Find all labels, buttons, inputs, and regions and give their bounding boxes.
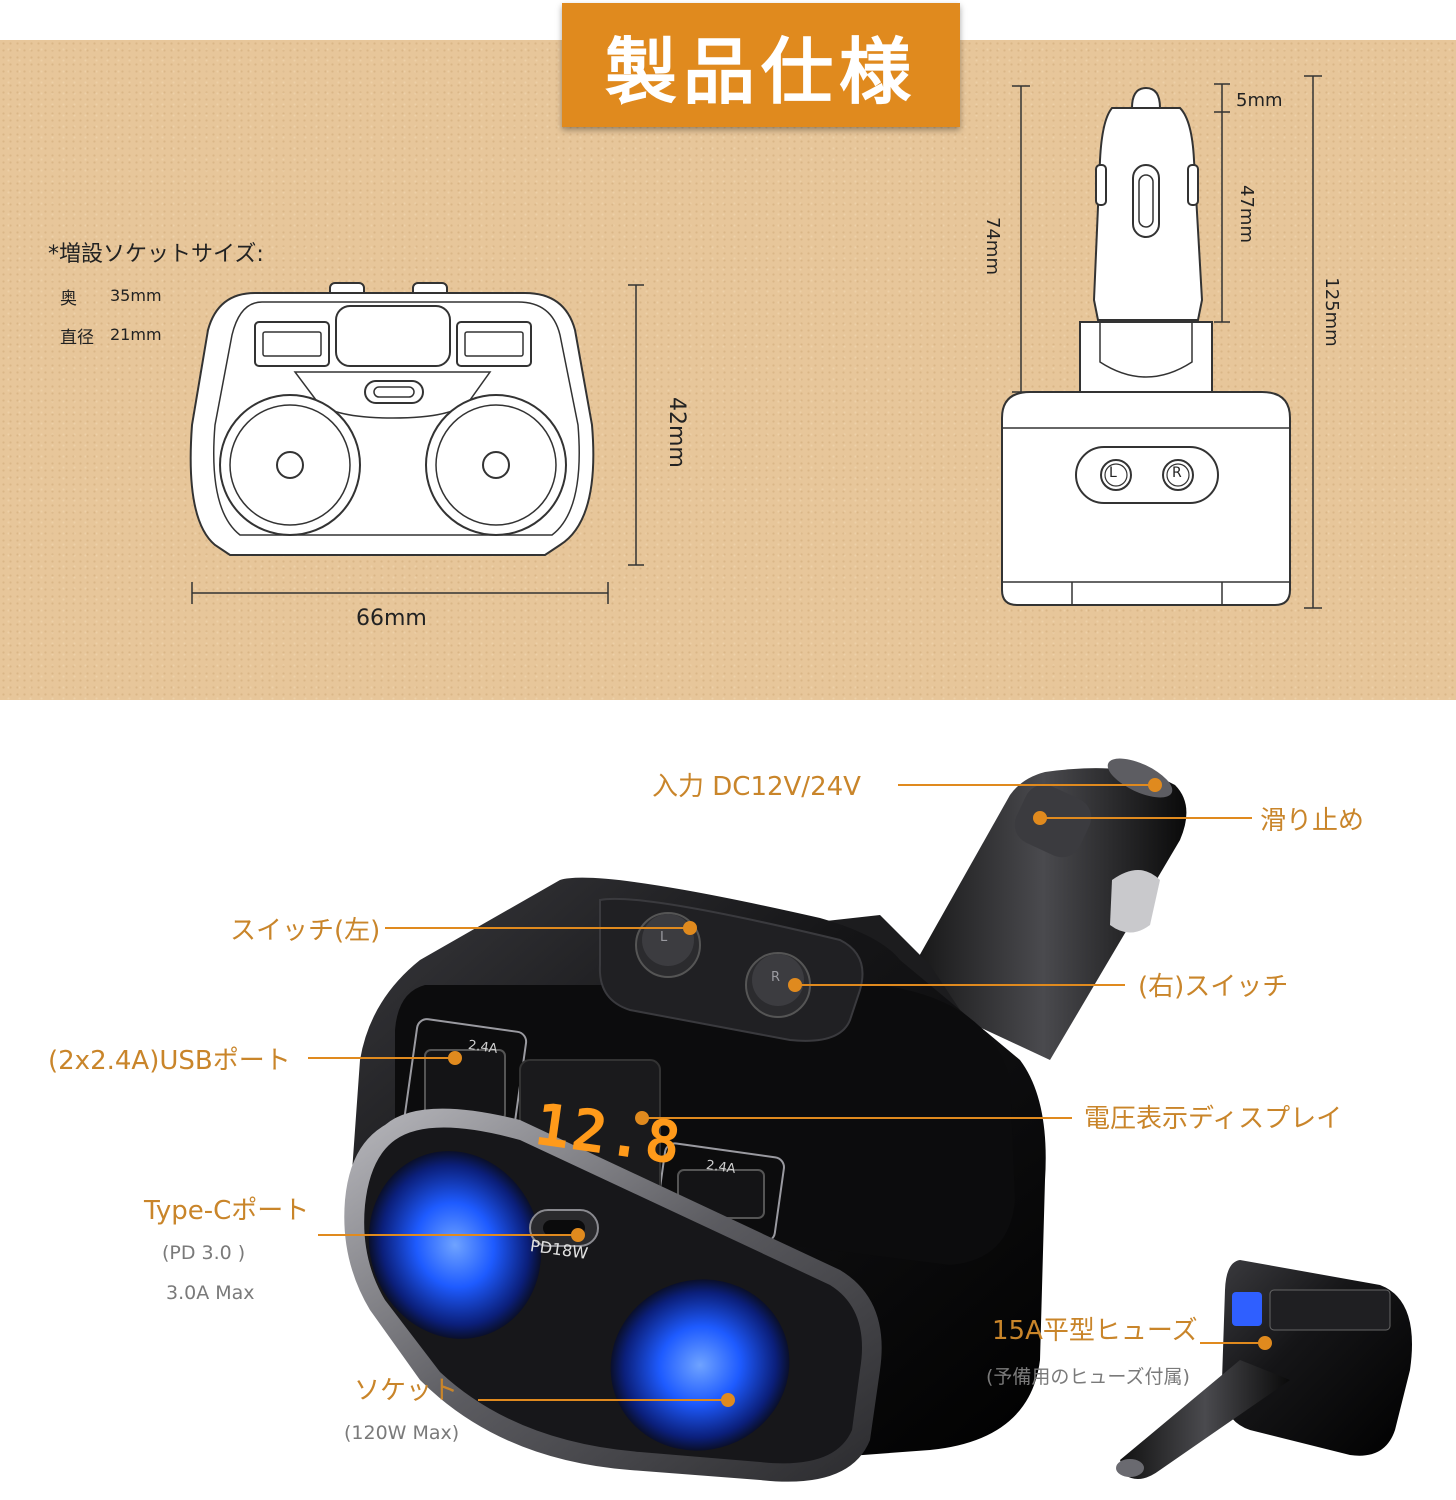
height-dimension-line <box>628 284 644 566</box>
callout-typec-pd: (PD 3.0 ) <box>162 1242 246 1264</box>
socket-depth-value: 35mm <box>110 286 162 305</box>
front-view-drawing <box>189 282 595 556</box>
width-front-label: 66mm <box>356 606 427 631</box>
callout-display: 電圧表示ディスプレイ <box>1084 1104 1343 1134</box>
callout-typec-max: 3.0A Max <box>166 1282 255 1304</box>
callout-input: 入力 DC12V/24V <box>652 772 861 802</box>
socket-size-heading: *増設ソケットサイズ: <box>48 242 264 267</box>
switch-right <box>745 952 811 1018</box>
callout-switch-left: スイッチ(左) <box>230 916 381 946</box>
side-dimension-lines <box>1012 75 1322 609</box>
callout-socket-max: (120W Max) <box>344 1422 460 1444</box>
switch-right-letter: R <box>771 970 781 985</box>
callout-fuse-note: (予備用のヒューズ付属) <box>986 1366 1190 1388</box>
callout-socket: ソケット <box>354 1376 459 1406</box>
title-banner: 製品仕様 <box>562 3 960 127</box>
socket-diameter-value: 21mm <box>110 325 162 344</box>
socket-depth-label: 奥 <box>60 289 77 309</box>
spec-panel <box>0 40 1456 700</box>
side-view-drawing <box>1001 86 1291 606</box>
width-dimension-line <box>191 582 609 604</box>
side-button-right-label: R <box>1172 465 1182 481</box>
callout-fuse: 15A平型ヒューズ <box>992 1316 1198 1346</box>
socket-diameter-label: 直径 <box>60 328 94 348</box>
socket-left <box>368 1151 542 1339</box>
callout-usb: (2x2.4A)USBポート <box>48 1046 291 1076</box>
tip-length-label: 5mm <box>1236 90 1283 111</box>
switch-left-letter: L <box>660 930 668 945</box>
callout-switch-right: (右)スイッチ <box>1138 972 1289 1002</box>
callout-lines <box>308 778 1272 1407</box>
socket-right <box>610 1279 790 1451</box>
fuse-view-device <box>1116 1260 1412 1479</box>
page-title: 製品仕様 <box>604 29 917 114</box>
callout-typec: Type-Cポート <box>144 1196 310 1226</box>
callout-anti-slip: 滑り止め <box>1260 806 1365 836</box>
side-button-left-label: L <box>1109 465 1117 481</box>
